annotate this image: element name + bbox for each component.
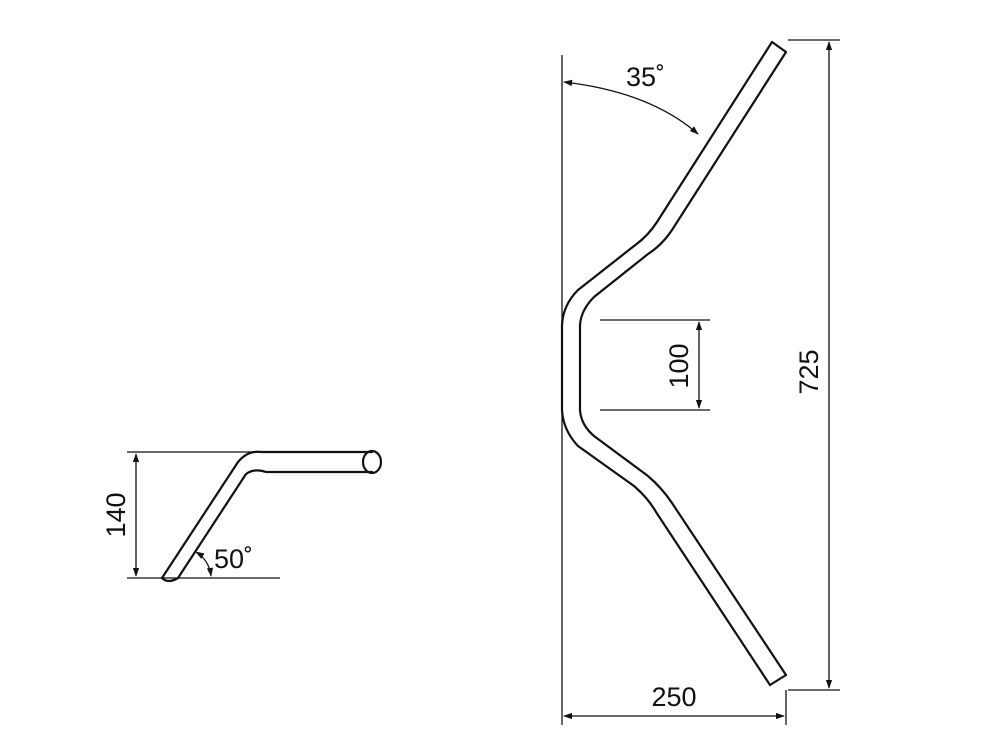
side-view-angle-label: 50˚ [214,544,253,574]
front-view-angle-arc [563,79,699,135]
side-view-bar-outline [160,450,374,580]
side-view-bar-bottom-end [160,576,180,583]
front-view-bar-top-end [770,40,788,54]
side-view-bar-outline-inner [176,469,374,580]
front-view-bar-inner-edge [578,50,788,677]
front-view-angle-label: 35˚ [626,62,665,92]
side-view: 140 50˚ [101,449,383,583]
front-view: 35˚ 100 725 250 [560,39,840,725]
side-view-height-label: 140 [101,492,131,537]
side-view-tube-end [361,449,383,475]
front-view-height-label: 725 [794,349,824,394]
side-view-angle-arc [195,551,214,577]
front-view-rise-label: 100 [664,343,694,388]
front-view-bar-bottom-end [768,673,788,687]
front-view-width-label: 250 [651,682,696,712]
